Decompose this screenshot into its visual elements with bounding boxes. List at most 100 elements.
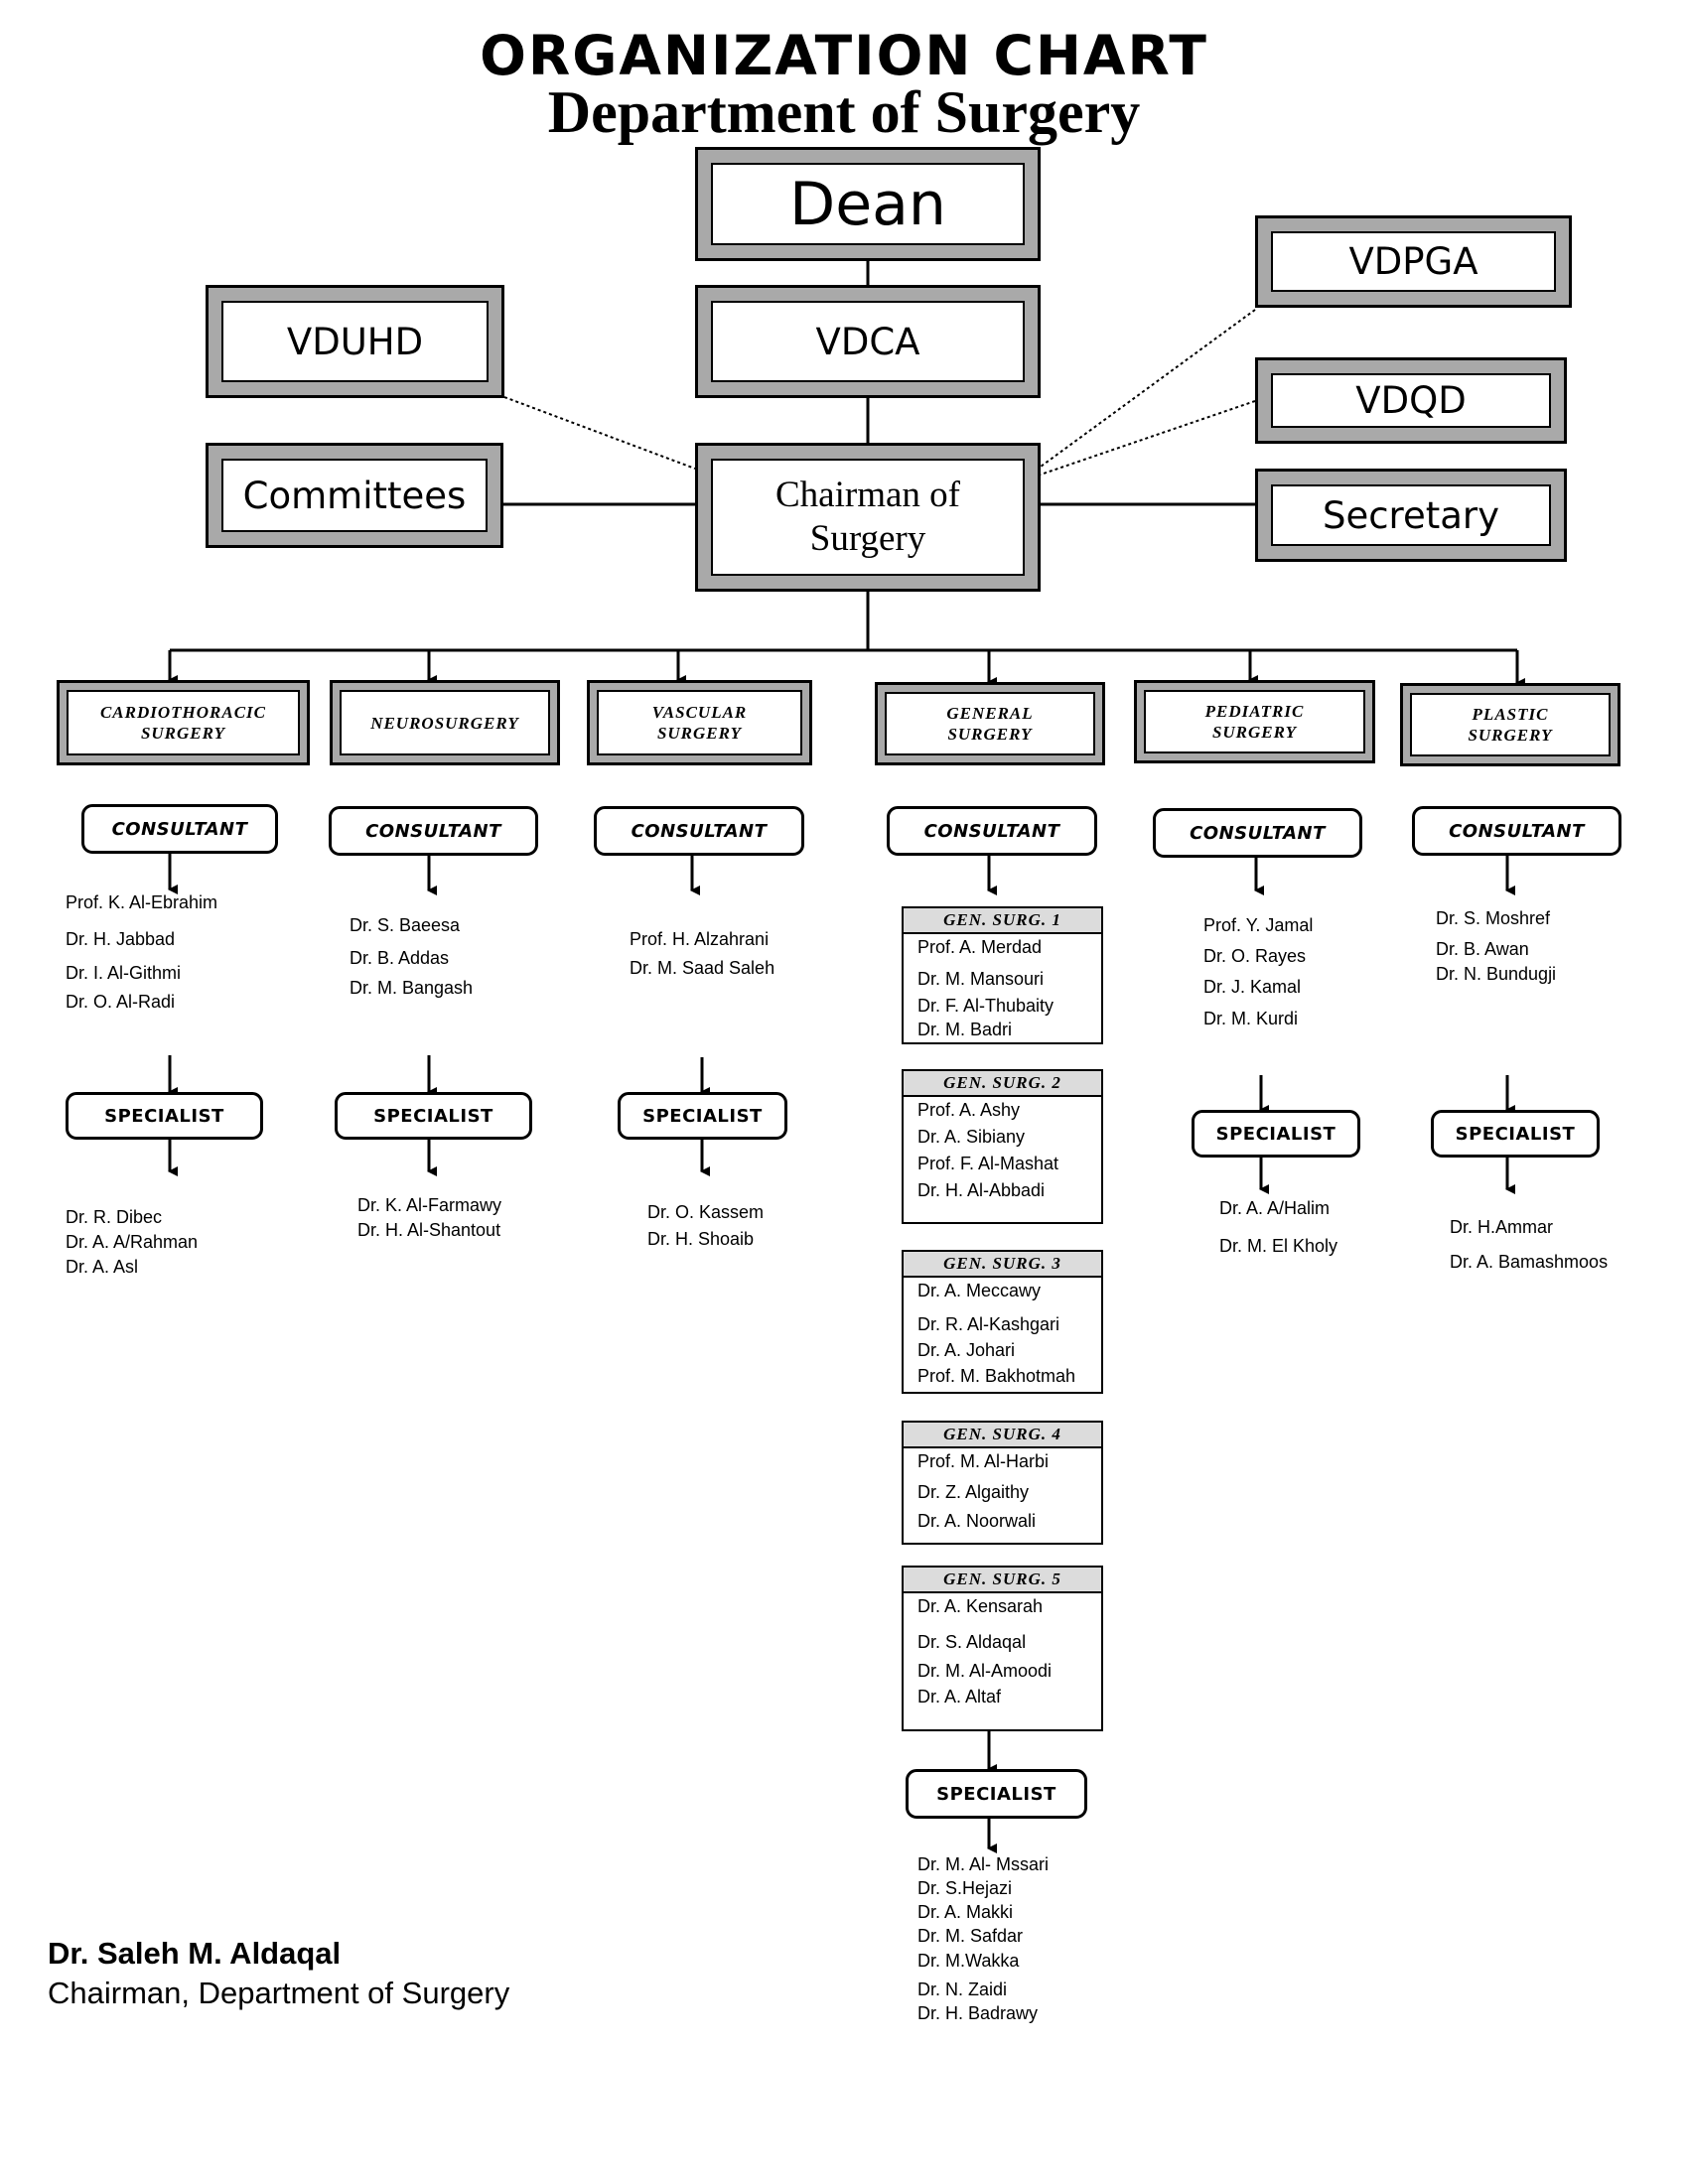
list-item: Dr. M. Safdar bbox=[917, 1926, 1024, 1946]
list-item: Prof. A. Merdad bbox=[917, 937, 1043, 957]
list-item: Dr. A. Asl bbox=[66, 1257, 139, 1277]
list-item: Dr. B. Addas bbox=[350, 948, 450, 968]
list-item: Dr. H. Badrawy bbox=[917, 2003, 1039, 2023]
list-item: Dr. A. Meccawy bbox=[917, 1281, 1042, 1300]
list-item: Dr. Z. Algaithy bbox=[917, 1482, 1030, 1502]
dean-box: Dean bbox=[695, 147, 1041, 261]
vdqd-box: VDQD bbox=[1255, 357, 1567, 444]
dept-pediatric-label: PEDIATRIC SURGERY bbox=[1144, 690, 1365, 753]
pediatric-consultant-label: CONSULTANT bbox=[1153, 808, 1362, 858]
list-item: Dr. J. Kamal bbox=[1203, 977, 1302, 997]
general-specialist-label: SPECIALIST bbox=[906, 1769, 1087, 1819]
gen-surg-unit-1: GEN. SURG. 1 Prof. A. Merdad Dr. M. Mans… bbox=[902, 906, 1103, 1044]
chart-title: ORGANIZATION CHART bbox=[480, 24, 1208, 87]
unit-header: GEN. SURG. 5 bbox=[904, 1568, 1101, 1593]
list-item: Prof. K. Al-Ebrahim bbox=[66, 892, 218, 912]
list-item: Dr. A. Johari bbox=[917, 1340, 1016, 1360]
dept-general-label: GENERAL SURGERY bbox=[885, 692, 1095, 755]
committees-box: Committees bbox=[206, 443, 503, 548]
list-item: Dr. M. Al-Amoodi bbox=[917, 1661, 1053, 1681]
list-item: Dr. A. Sibiany bbox=[917, 1127, 1026, 1147]
unit-header: GEN. SURG. 4 bbox=[904, 1423, 1101, 1448]
list-item: Dr. R. Al-Kashgari bbox=[917, 1314, 1060, 1334]
list-item: Dr. H. Shoaib bbox=[647, 1229, 755, 1249]
list-item: Dr. S. Moshref bbox=[1436, 908, 1551, 928]
dept-neurosurgery-label: NEUROSURGERY bbox=[340, 690, 550, 755]
list-item: Dr. I. Al-Githmi bbox=[66, 963, 182, 983]
list-item: Dr. K. Al-Farmawy bbox=[357, 1195, 502, 1215]
dept-cardiothoracic: CARDIOTHORACIC SURGERY bbox=[57, 680, 310, 765]
list-item: Dr. A. Bamashmoos bbox=[1450, 1252, 1609, 1272]
list-item: Dr. H. Al-Abbadi bbox=[917, 1180, 1046, 1200]
dotted-vdpga-chairman bbox=[1040, 309, 1256, 468]
committees-label: Committees bbox=[221, 459, 488, 532]
dept-vascular: VASCULAR SURGERY bbox=[587, 680, 812, 765]
list-item: Prof. Y. Jamal bbox=[1203, 915, 1314, 935]
list-item: Dr. O. Kassem bbox=[647, 1202, 765, 1222]
vdca-box: VDCA bbox=[695, 285, 1041, 398]
dept-plastic: PLASTIC SURGERY bbox=[1400, 683, 1620, 766]
general-specialist-list: Dr. M. Al- Mssari Dr. S.Hejazi Dr. A. Ma… bbox=[917, 1851, 1049, 2026]
list-item: Dr. S. Aldaqal bbox=[917, 1632, 1027, 1652]
unit-header: GEN. SURG. 1 bbox=[904, 908, 1101, 934]
dept-vascular-label: VASCULAR SURGERY bbox=[597, 690, 802, 755]
list-item: Dr. A. A/Halim bbox=[1219, 1198, 1331, 1218]
list-item: Dr. H. Al-Shantout bbox=[357, 1220, 501, 1240]
list-item: Dr. O. Al-Radi bbox=[66, 992, 176, 1012]
vdpga-box: VDPGA bbox=[1255, 215, 1572, 308]
list-item: Dr. S.Hejazi bbox=[917, 1878, 1013, 1898]
secretary-label: Secretary bbox=[1271, 484, 1551, 546]
gen-surg-unit-3: GEN. SURG. 3 Dr. A. Meccawy Dr. R. Al-Ka… bbox=[902, 1250, 1103, 1394]
dept-general: GENERAL SURGERY bbox=[875, 682, 1105, 765]
vascular-consultant-list: Prof. H. Alzahrani Dr. M. Saad Saleh bbox=[630, 926, 774, 981]
list-item: Dr. A. A/Rahman bbox=[66, 1232, 199, 1252]
list-item: Dr. B. Awan bbox=[1436, 939, 1529, 959]
secretary-box: Secretary bbox=[1255, 469, 1567, 562]
cardiothoracic-consultant-label: CONSULTANT bbox=[81, 804, 278, 854]
dept-neurosurgery: NEUROSURGERY bbox=[330, 680, 560, 765]
gen-surg-unit-5: GEN. SURG. 5 Dr. A. Kensarah Dr. S. Alda… bbox=[902, 1566, 1103, 1731]
list-item: Prof. F. Al-Mashat bbox=[917, 1154, 1059, 1173]
list-item: Dr. S. Baeesa bbox=[350, 915, 461, 935]
vdqd-label: VDQD bbox=[1271, 373, 1551, 428]
list-item: Prof. H. Alzahrani bbox=[630, 929, 770, 949]
plastic-consultant-list: Dr. S. Moshref Dr. B. Awan Dr. N. Bundug… bbox=[1436, 905, 1556, 987]
list-item: Dr. F. Al-Thubaity bbox=[917, 996, 1055, 1016]
dean-label: Dean bbox=[711, 163, 1025, 245]
list-item: Prof. M. Al-Harbi bbox=[917, 1451, 1050, 1471]
dotted-vdqd-chairman bbox=[1040, 400, 1256, 476]
unit-header: GEN. SURG. 2 bbox=[904, 1071, 1101, 1097]
gen-surg-unit-4: GEN. SURG. 4 Prof. M. Al-Harbi Dr. Z. Al… bbox=[902, 1421, 1103, 1545]
vdca-label: VDCA bbox=[711, 301, 1025, 382]
pediatric-specialist-list: Dr. A. A/Halim Dr. M. El Kholy bbox=[1219, 1195, 1337, 1259]
dept-plastic-label: PLASTIC SURGERY bbox=[1410, 693, 1611, 756]
plastic-specialist-list: Dr. H.Ammar Dr. A. Bamashmoos bbox=[1450, 1214, 1608, 1275]
pediatric-consultant-list: Prof. Y. Jamal Dr. O. Rayes Dr. J. Kamal… bbox=[1203, 912, 1313, 1031]
list-item: Prof. A. Ashy bbox=[917, 1100, 1021, 1120]
vascular-specialist-label: SPECIALIST bbox=[618, 1092, 787, 1140]
list-item: Dr. M. Mansouri bbox=[917, 969, 1045, 989]
signature-name: Dr. Saleh M. Aldaqal bbox=[48, 1936, 342, 1971]
vduhd-label: VDUHD bbox=[221, 301, 489, 382]
neurosurgery-specialist-list: Dr. K. Al-Farmawy Dr. H. Al-Shantout bbox=[357, 1192, 501, 1243]
list-item: Dr. A. Noorwali bbox=[917, 1511, 1037, 1531]
list-item: Dr. R. Dibec bbox=[66, 1207, 163, 1227]
vduhd-box: VDUHD bbox=[206, 285, 504, 398]
dept-pediatric: PEDIATRIC SURGERY bbox=[1134, 680, 1375, 763]
plastic-specialist-label: SPECIALIST bbox=[1431, 1110, 1600, 1158]
list-item: Dr. N. Bundugji bbox=[1436, 964, 1557, 984]
pediatric-specialist-label: SPECIALIST bbox=[1192, 1110, 1360, 1158]
chairman-box: Chairman of Surgery bbox=[695, 443, 1041, 592]
list-item: Dr. M. Al- Mssari bbox=[917, 1854, 1050, 1874]
neurosurgery-specialist-label: SPECIALIST bbox=[335, 1092, 532, 1140]
chairman-label: Chairman of Surgery bbox=[711, 459, 1025, 576]
chart-subtitle: Department of Surgery bbox=[547, 79, 1141, 145]
list-item: Dr. A. Makki bbox=[917, 1902, 1014, 1922]
vascular-specialist-list: Dr. O. Kassem Dr. H. Shoaib bbox=[647, 1199, 764, 1252]
vdpga-label: VDPGA bbox=[1271, 231, 1556, 292]
list-item: Dr. H. Jabbad bbox=[66, 929, 176, 949]
neurosurgery-consultant-label: CONSULTANT bbox=[329, 806, 538, 856]
gen-surg-unit-2: GEN. SURG. 2 Prof. A. Ashy Dr. A. Sibian… bbox=[902, 1069, 1103, 1224]
cardiothoracic-consultant-list: Prof. K. Al-Ebrahim Dr. H. Jabbad Dr. I.… bbox=[66, 889, 217, 1015]
